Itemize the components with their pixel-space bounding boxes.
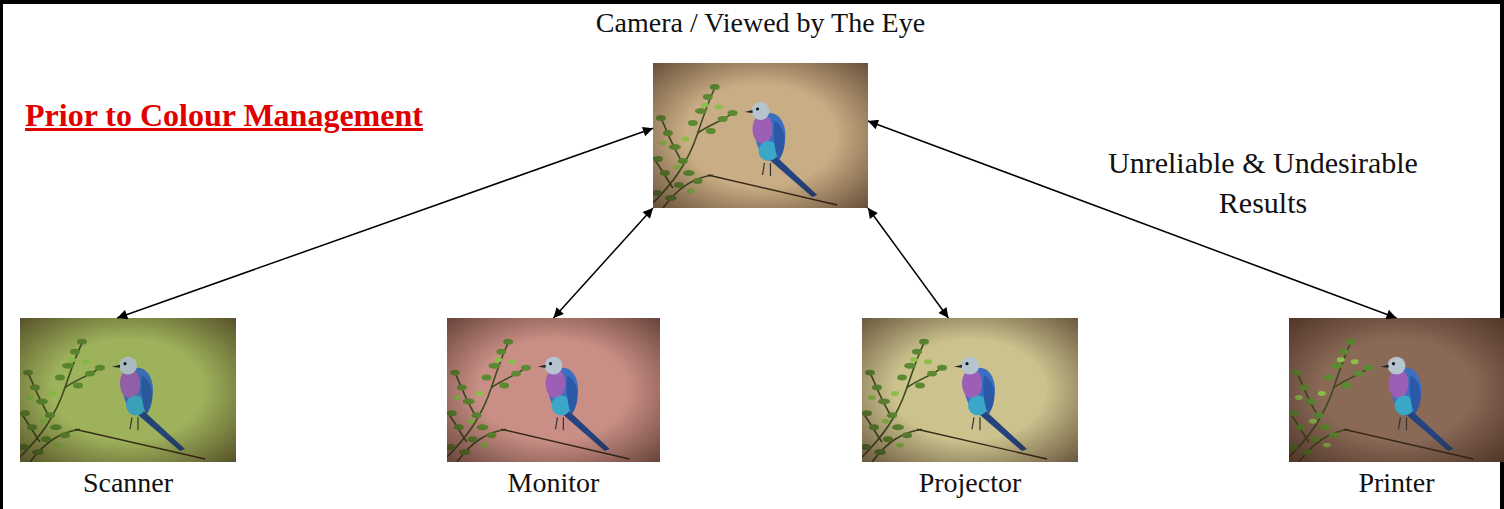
photo-frame: Projector bbox=[862, 318, 1078, 462]
double-arrow bbox=[554, 208, 654, 318]
note-text: Unreliable & Undesirable Results bbox=[1063, 143, 1463, 223]
photo-frame: Monitor bbox=[447, 318, 660, 462]
photo bbox=[19, 318, 236, 462]
photo bbox=[446, 318, 660, 462]
photo-frame: Camera / Viewed by The Eye bbox=[653, 63, 868, 208]
note-box: Unreliable & Undesirable Results bbox=[1063, 143, 1463, 223]
photo bbox=[652, 63, 868, 208]
photo bbox=[861, 318, 1078, 462]
section-heading: Prior to Colour Management bbox=[24, 94, 424, 136]
double-arrow bbox=[868, 208, 948, 318]
note-box: Prior to Colour Management bbox=[24, 94, 424, 136]
photo-frame: Printer bbox=[1289, 318, 1504, 462]
photo bbox=[1288, 318, 1504, 462]
double-arrow bbox=[117, 128, 653, 318]
photo-frame: Scanner bbox=[20, 318, 236, 462]
